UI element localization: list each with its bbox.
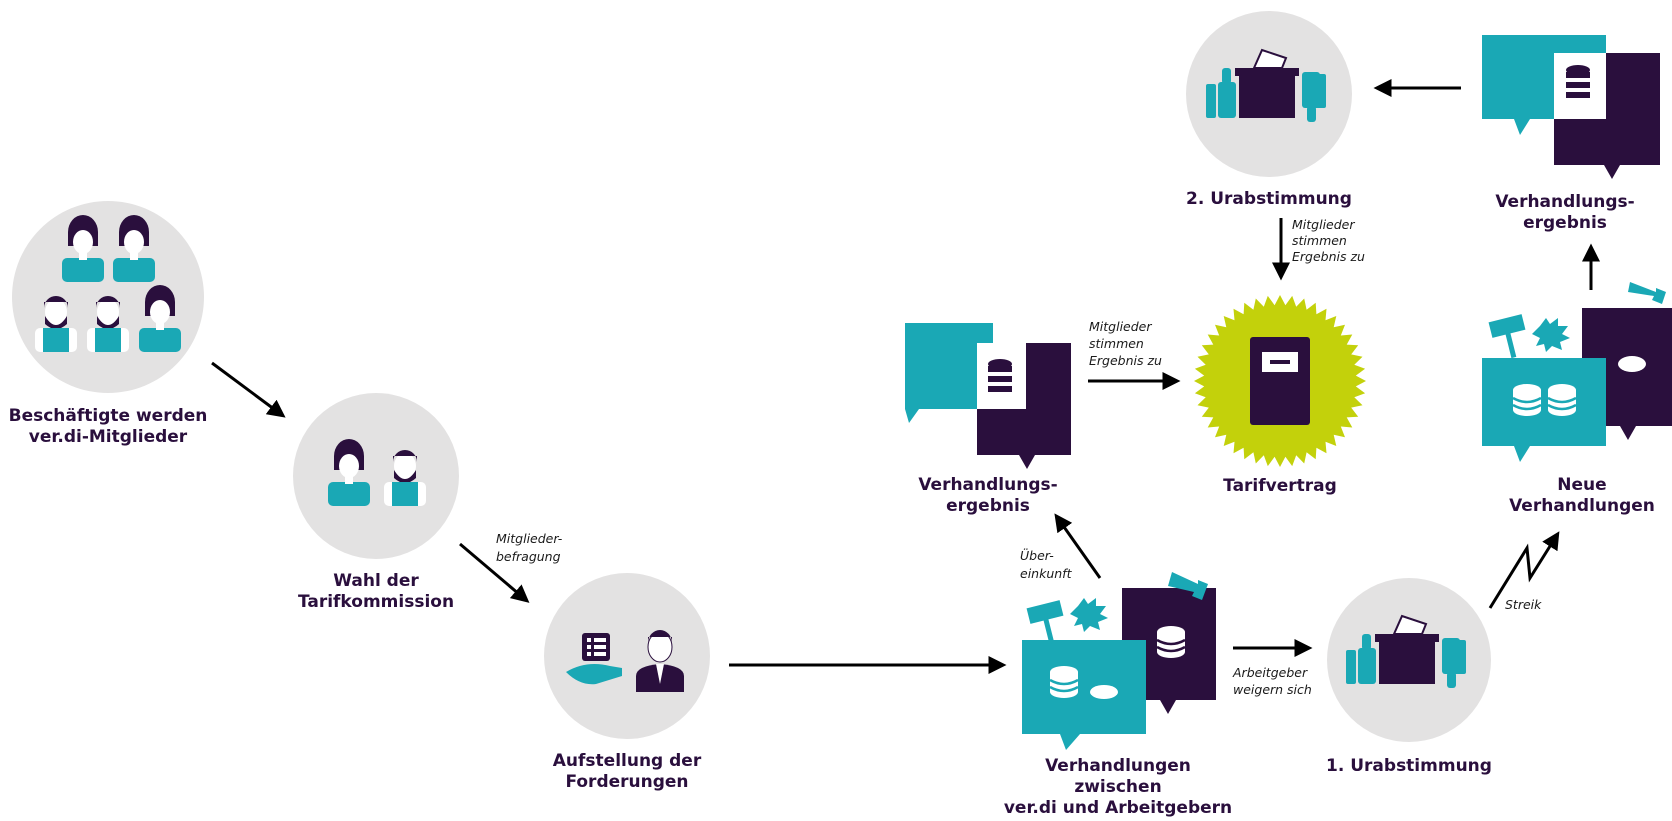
node-new-negotiations: Neue Verhandlungen [1482,282,1672,516]
label-vote2: 2. Urabstimmung [1186,189,1352,209]
label-negotiations-3: ver.di und Arbeitgebern [1004,798,1232,818]
edge-agreement-2: einkunft [1020,566,1073,581]
edge-agree-top-1: Mitglieder [1292,217,1355,232]
node-demands: Aufstellung der Forderungen [544,573,710,792]
arrow-strike-zigzag [1488,531,1560,609]
node-result-right: Verhandlungs- ergebnis [1482,35,1660,233]
node-result-left: Verhandlungs- ergebnis [905,323,1071,516]
edge-survey-2: befragung [496,549,561,564]
edge-agree-top-2: stimmen [1292,233,1347,248]
edge-agree-top-3: Ergebnis zu [1292,249,1365,264]
node-commission: Wahl der Tarifkommission [293,393,459,612]
node-vote2: 2. Urabstimmung [1186,11,1352,209]
label-negotiations-2: zwischen [1074,777,1161,797]
chat-bubbles-strike-icon [1482,282,1672,462]
edge-agree-left-2: stimmen [1089,336,1144,351]
label-result-left-2: ergebnis [946,496,1030,516]
label-new-negotiations-1: Neue [1557,475,1606,495]
chat-bubbles-coins-icon [905,323,1071,469]
label-result-right-1: Verhandlungs- [1495,192,1634,212]
chat-bubbles-money-icon [1022,572,1216,750]
label-new-negotiations-2: Verhandlungen [1509,496,1655,516]
arrow-commission-to-demands [459,542,530,603]
node-members: Beschäftigte werden ver.di-Mitglieder [9,201,208,447]
label-members-2: ver.di-Mitglieder [29,427,188,447]
node-vote1: 1. Urabstimmung [1326,578,1492,776]
arrow-negotiations-to-result [1054,513,1102,579]
label-commission-1: Wahl der [333,571,419,591]
edge-agree-left-1: Mitglieder [1089,319,1152,334]
node-negotiations: Verhandlungen zwischen ver.di und Arbeit… [1004,572,1232,818]
label-members-1: Beschäftigte werden [9,406,208,426]
label-vote1: 1. Urabstimmung [1326,756,1492,776]
label-commission-2: Tarifkommission [298,592,454,612]
chat-bubbles-coins-icon [1482,35,1660,179]
edge-survey-1: Mitglieder- [496,531,563,546]
label-negotiations-1: Verhandlungen [1045,756,1191,776]
edge-employers-2: weigern sich [1233,682,1312,697]
label-demands-2: Forderungen [565,772,688,792]
edge-agree-left-3: Ergebnis zu [1089,353,1162,368]
label-tariff: Tarifvertrag [1223,476,1337,496]
label-demands-1: Aufstellung der [553,751,702,771]
arrow-members-to-commission [211,361,286,418]
label-result-right-2: ergebnis [1523,213,1607,233]
edge-strike: Streik [1505,597,1542,612]
edge-agreement-1: Über- [1020,547,1054,563]
label-result-left-1: Verhandlungs- [918,475,1057,495]
contract-document-icon [1250,337,1310,425]
node-tariff: Tarifvertrag [1194,295,1366,496]
presentation-person-icon [566,630,684,692]
edge-employers-1: Arbeitgeber [1232,665,1308,680]
